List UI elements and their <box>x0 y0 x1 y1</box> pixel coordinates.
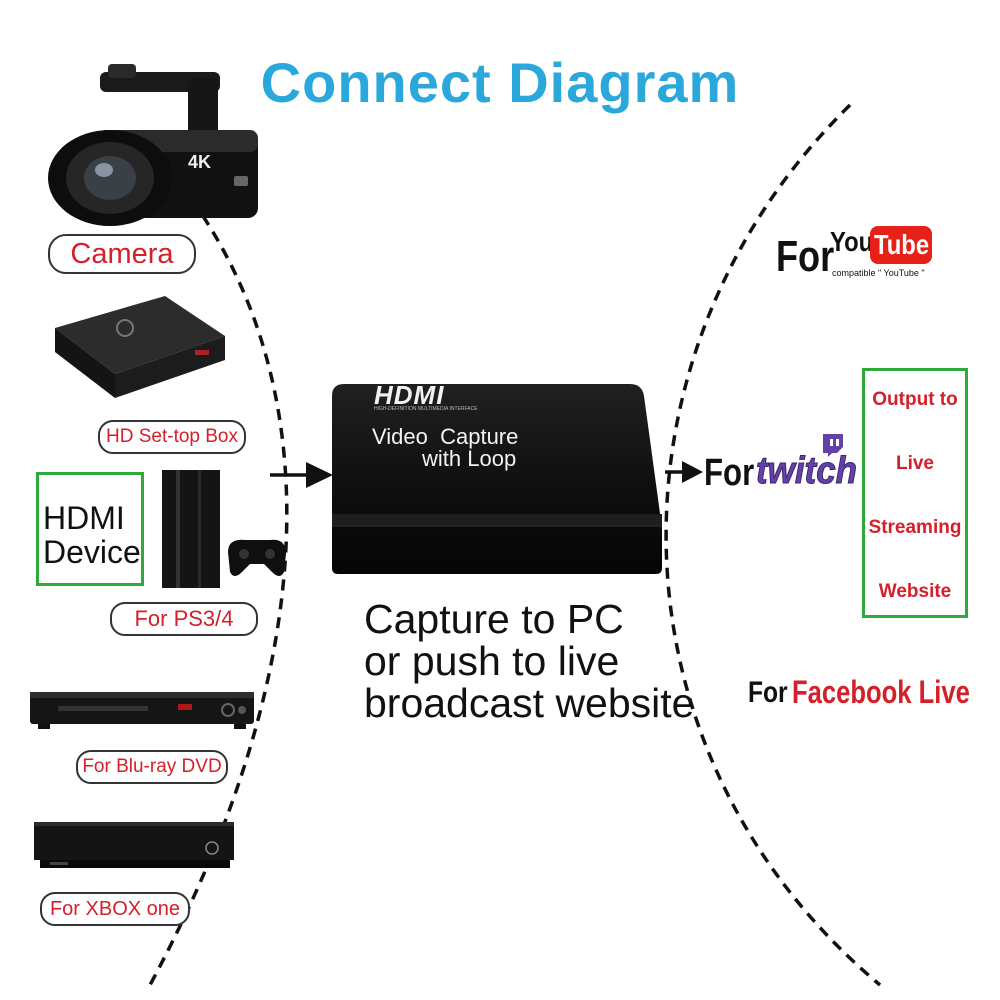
live-box-line2: Live <box>895 453 935 474</box>
device-label-ps4: For PS3/4 <box>110 602 258 636</box>
hdmi-capture-device: HDMI HIGH-DEFINITION MULTIMEDIA INTERFAC… <box>332 380 662 574</box>
device-label-blu-ray: For Blu-ray DVD <box>76 750 228 784</box>
device-label-camera: Camera <box>48 234 196 274</box>
input-arrow <box>270 462 333 488</box>
output-arrow <box>665 461 703 483</box>
live-streaming-box: Output to Live Streaming Website <box>862 368 968 618</box>
twitch-brand-text: twitch <box>756 450 858 493</box>
twitch-for-label: For <box>704 452 755 494</box>
capture-text-line3: broadcast website <box>364 680 695 726</box>
set-top-box-icon <box>55 296 225 398</box>
youtube-for-label: For <box>776 232 835 281</box>
capture-text-line2: or push to live <box>364 638 620 684</box>
facebook-live-text: Facebook Live <box>792 674 970 710</box>
live-box-line4: Website <box>878 581 952 602</box>
hdmi-device-line1: HDMI <box>43 500 125 536</box>
xbox-one-console-icon <box>34 822 234 868</box>
diagram-title: Connect Diagram <box>260 51 740 114</box>
capture-text-line1: Capture to PC <box>364 596 624 642</box>
camcorder-icon: 4K <box>48 64 258 226</box>
youtube-compatible-text: compatible " YouTube " <box>832 268 925 278</box>
youtube-tube-text: Tube <box>874 229 930 260</box>
youtube-you-text: You <box>830 226 874 257</box>
capture-box-line2: with Loop <box>421 446 516 471</box>
device-label-set-top-box: HD Set-top Box <box>98 420 246 454</box>
hdmi-logo: HDMI <box>374 380 444 410</box>
right-dashed-curve <box>664 103 882 987</box>
capture-description: Capture to PC or push to live broadcast … <box>364 598 694 724</box>
live-box-line3: Streaming <box>868 517 962 538</box>
blu-ray-player-icon <box>30 692 254 729</box>
hdmi-device-line2: Device <box>43 534 141 570</box>
hdmi-device-box: HDMI Device <box>36 472 144 586</box>
ps4-console-icon <box>162 470 286 588</box>
live-box-line1: Output to <box>872 389 958 410</box>
svg-text:4K: 4K <box>188 152 211 172</box>
twitch-glitch-icon <box>823 434 843 457</box>
capture-box-line1: Video Capture <box>372 424 518 449</box>
hdmi-logo-subtitle: HIGH-DEFINITION MULTIMEDIA INTERFACE <box>374 406 478 412</box>
device-label-xbox: For XBOX one <box>40 892 190 926</box>
youtube-logo-box <box>870 226 932 264</box>
facebook-for-label: For <box>748 676 788 709</box>
